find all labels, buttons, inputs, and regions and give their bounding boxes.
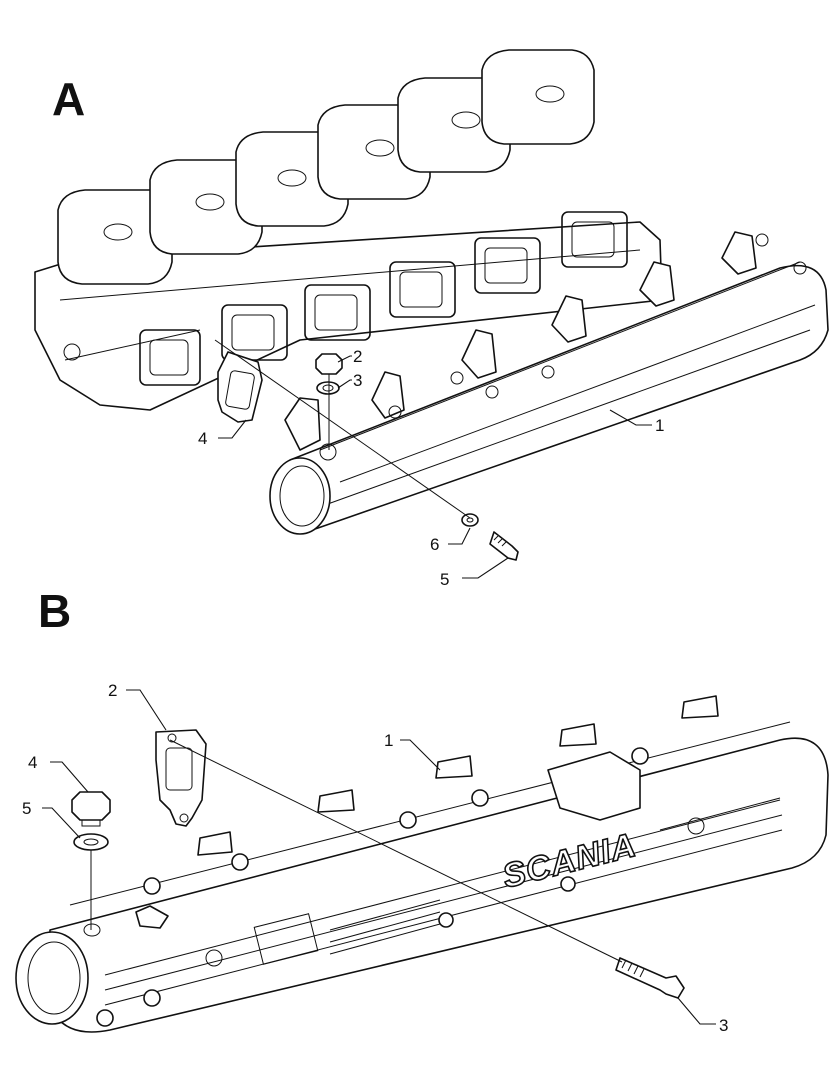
section-a-letter: A xyxy=(52,73,85,125)
exhaust-manifold-b: SCANIA xyxy=(15,695,829,1033)
callouts-b: 1 2 3 4 5 xyxy=(22,681,728,1035)
callout-a-3: 3 xyxy=(353,371,362,390)
callout-b-4: 4 xyxy=(28,753,37,772)
callout-b-5: 5 xyxy=(22,799,31,818)
washer-a-3 xyxy=(316,381,340,395)
callout-a-1: 1 xyxy=(655,416,664,435)
section-b: B xyxy=(15,585,829,1035)
plug-b xyxy=(71,791,111,827)
engine-cylinder-block xyxy=(34,49,663,411)
section-b-letter: B xyxy=(38,585,71,637)
callout-b-1: 1 xyxy=(384,731,393,750)
washer-a-6 xyxy=(461,513,479,527)
block-exhaust-ports xyxy=(139,211,628,386)
callout-a-4: 4 xyxy=(198,429,207,448)
axis-bolt-a xyxy=(214,339,471,519)
rocker-covers xyxy=(57,49,595,285)
callout-b-2: 2 xyxy=(108,681,117,700)
axis-bolt-b xyxy=(169,739,623,963)
exhaust-manifold-a xyxy=(269,231,829,535)
bolt-b xyxy=(615,957,685,999)
callout-a-6: 6 xyxy=(430,535,439,554)
callouts-a: 1 2 3 4 5 6 xyxy=(198,347,664,589)
gasket-a xyxy=(217,351,263,423)
callout-a-5: 5 xyxy=(440,570,449,589)
bolt-a xyxy=(489,531,519,561)
gasket-b xyxy=(155,729,207,827)
plug-a xyxy=(315,353,343,375)
section-a: A xyxy=(34,49,829,589)
callout-b-3: 3 xyxy=(719,1016,728,1035)
callout-a-2: 2 xyxy=(353,347,362,366)
